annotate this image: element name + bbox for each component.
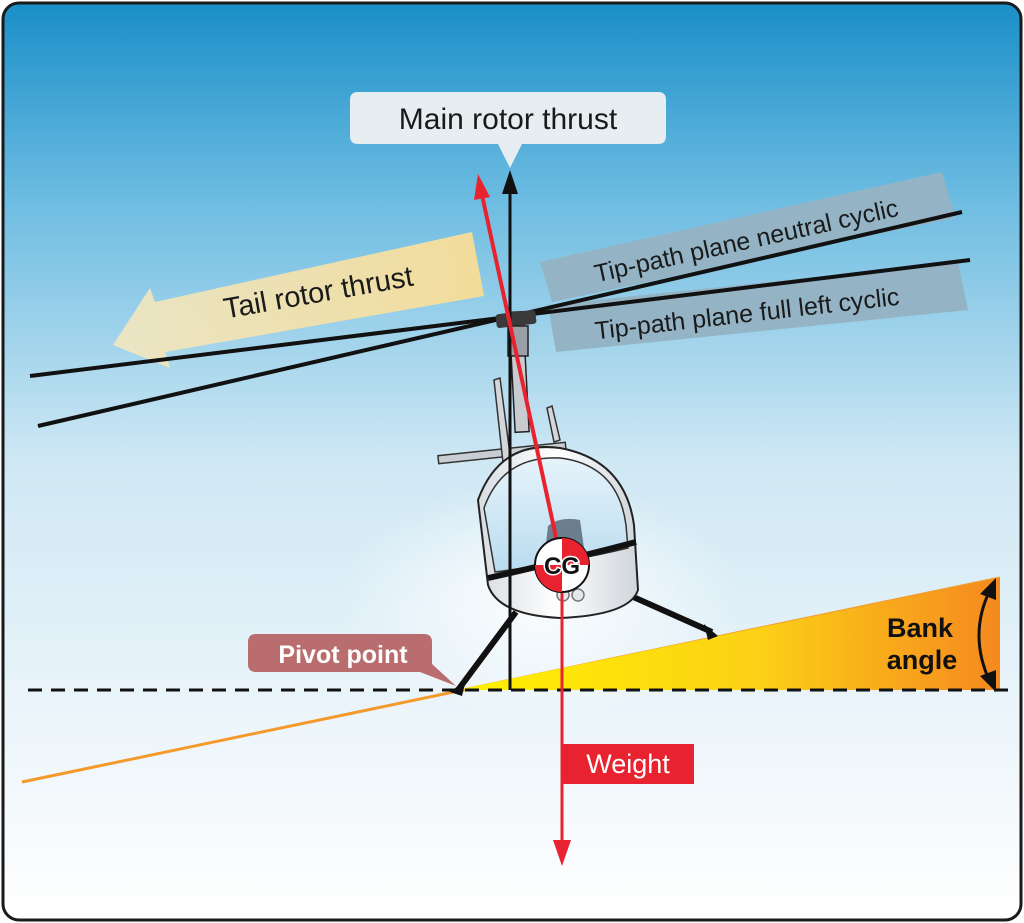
bank-angle-indicator: Bank angle bbox=[887, 578, 996, 692]
weight-callout: Weight bbox=[562, 744, 694, 784]
resultant-thrust-arrow bbox=[474, 174, 564, 566]
cg-label: CG bbox=[544, 553, 580, 580]
bank-angle-label-line2: angle bbox=[887, 645, 958, 675]
main-rotor-thrust-callout: Main rotor thrust bbox=[350, 92, 666, 168]
bank-arc-arrowhead-top bbox=[980, 578, 996, 600]
main-rotor-thrust-label: Main rotor thrust bbox=[399, 103, 618, 136]
bank-angle-label-line1: Bank bbox=[887, 613, 954, 643]
weight-arrow bbox=[553, 565, 571, 866]
pivot-point-label: Pivot point bbox=[278, 641, 408, 669]
main-rotor-thrust-arrow bbox=[502, 170, 518, 690]
bank-arc-arrowhead-bottom bbox=[980, 670, 996, 692]
weight-label: Weight bbox=[586, 749, 670, 779]
pivot-point-callout: Pivot point bbox=[248, 634, 456, 686]
cg-marker-icon: CG bbox=[534, 537, 590, 593]
bank-angle-wedge bbox=[456, 578, 1000, 690]
